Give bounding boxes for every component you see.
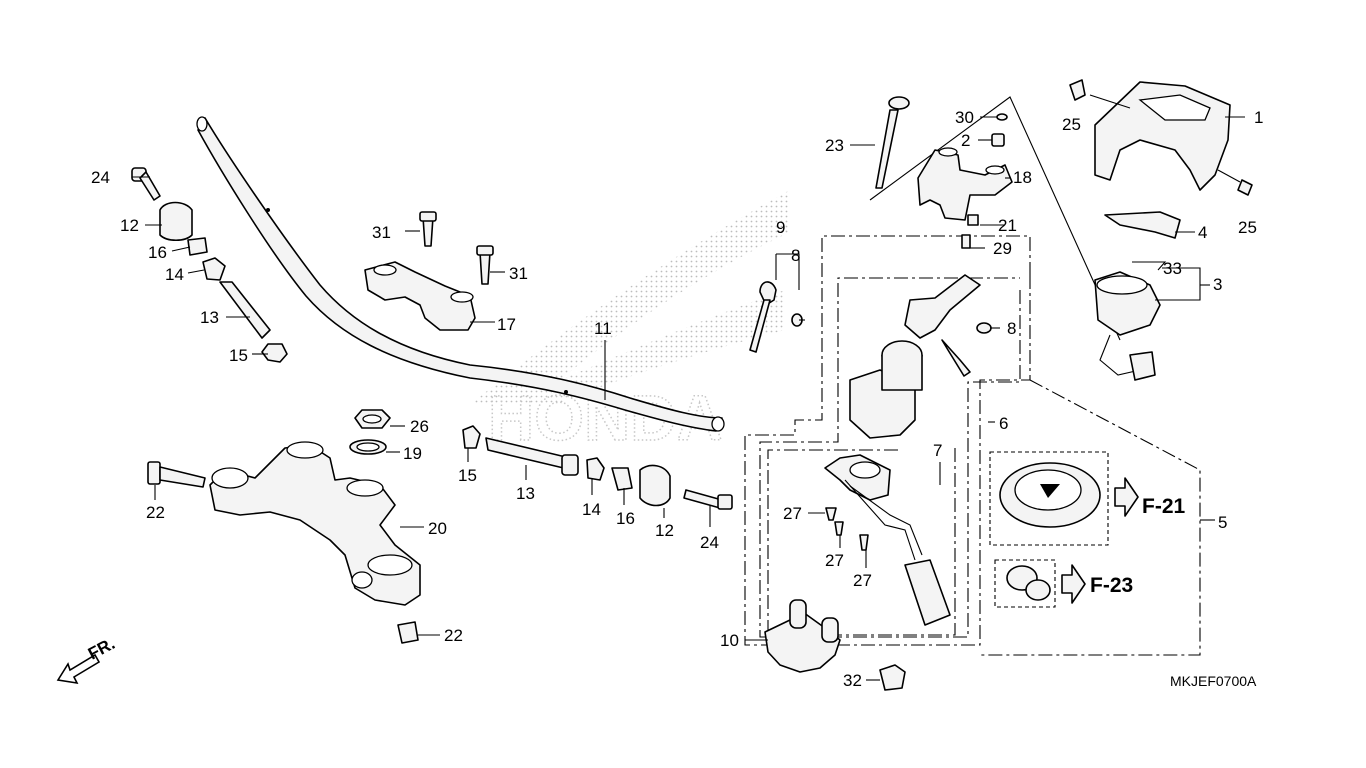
- sensor-3: [1094, 271, 1161, 381]
- handlebar-upper-holder: [364, 261, 495, 331]
- callout-26: 26: [410, 417, 429, 436]
- callout-7: 7: [933, 441, 942, 460]
- callout-29: 29: [993, 239, 1012, 258]
- clip-32: [879, 664, 906, 691]
- callout-3: 3: [1213, 275, 1222, 294]
- group-lines: [744, 96, 1201, 656]
- callout-19: 19: [403, 444, 422, 463]
- callout-24-left: 24: [91, 168, 110, 187]
- clip-33: [1132, 261, 1167, 271]
- bracket-18: [917, 147, 1013, 221]
- callout-13-left: 13: [200, 308, 219, 327]
- watermark-wing-logo: HONDA: [470, 190, 790, 455]
- callout-22-left: 22: [146, 503, 165, 522]
- diagram-code: MKJEF0700A: [1170, 673, 1257, 689]
- callout-31-right: 31: [509, 264, 528, 283]
- callout-12-right: 12: [655, 521, 674, 540]
- callout-25-top: 25: [1062, 115, 1081, 134]
- callout-15-right: 15: [458, 466, 477, 485]
- callout-33: 33: [1163, 259, 1182, 278]
- bolts-31: [419, 211, 494, 285]
- nut-26-washer-19: [349, 409, 391, 455]
- callout-17: 17: [497, 315, 516, 334]
- callout-30: 30: [955, 108, 974, 127]
- ref-f23: F-23: [1090, 574, 1133, 597]
- callout-18: 18: [1013, 168, 1032, 187]
- callout-27-a: 27: [783, 504, 802, 523]
- ring-4: [1104, 211, 1181, 239]
- callout-4: 4: [1198, 223, 1207, 242]
- callout-25-right: 25: [1238, 218, 1257, 237]
- callout-9: 9: [776, 218, 785, 237]
- callout-11: 11: [594, 319, 612, 338]
- callout-23: 23: [825, 136, 844, 155]
- callout-8-lower: 8: [1007, 319, 1016, 338]
- callout-27-c: 27: [853, 571, 872, 590]
- callout-12-left: 12: [120, 216, 139, 235]
- callout-1: 1: [1254, 108, 1263, 127]
- ignition-harness-7: [824, 454, 951, 626]
- callout-20: 20: [428, 519, 447, 538]
- callout-14-right: 14: [582, 500, 601, 519]
- long-bolt-23: [875, 96, 910, 189]
- right-bar-end-parts: [462, 425, 733, 510]
- callout-8-upper: 8: [791, 246, 800, 265]
- callout-6: 6: [999, 414, 1008, 433]
- callout-16-right: 16: [616, 509, 635, 528]
- handlebar-lower-holder: [209, 441, 421, 606]
- leader-lines: [132, 94, 1245, 681]
- front-direction-arrow: FR.: [56, 634, 118, 685]
- callout-21: 21: [998, 216, 1017, 235]
- callout-5: 5: [1218, 513, 1227, 532]
- callout-10: 10: [720, 631, 739, 650]
- callout-24-right: 24: [700, 533, 719, 552]
- lock-cylinder: [1006, 564, 1086, 604]
- ref-f21: F-21: [1142, 495, 1186, 518]
- callout-16-left: 16: [148, 243, 167, 262]
- handlebar-pipe: [196, 116, 725, 432]
- callout-15-left: 15: [229, 346, 248, 365]
- screws-25: [1069, 79, 1253, 196]
- callout-27-b: 27: [825, 551, 844, 570]
- callout-32: 32: [843, 671, 862, 690]
- callout-14-left: 14: [165, 265, 184, 284]
- bolts-22: [147, 461, 419, 644]
- callout-22-bottom: 22: [444, 626, 463, 645]
- callout-13-right: 13: [516, 484, 535, 503]
- fuel-cap: [999, 462, 1139, 528]
- key-9: [749, 281, 992, 353]
- callout-31-left: 31: [372, 223, 391, 242]
- screws-27: [825, 507, 869, 551]
- ignition-switch: [849, 274, 981, 439]
- switch-base-10: [764, 599, 841, 673]
- callout-2: 2: [961, 131, 970, 150]
- left-bar-end-parts: [131, 167, 288, 363]
- cover-1: [1094, 81, 1231, 191]
- callout-labels: 1 2 3 4 5 6 7 8 8 9 10 11 12 12 13 13 14…: [91, 108, 1263, 690]
